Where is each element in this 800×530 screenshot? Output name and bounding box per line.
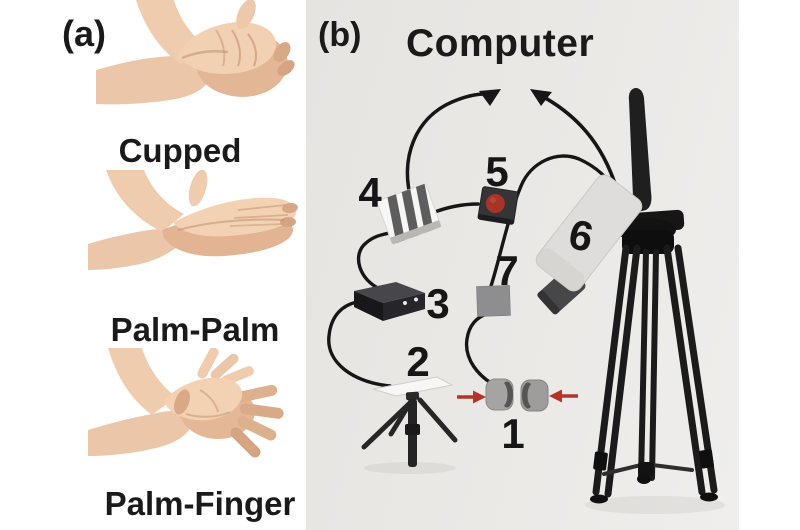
microphone-mini-tripod: [361, 376, 458, 467]
arrow-4-to-computer: [405, 92, 487, 201]
artificial-clappers: [485, 378, 549, 412]
bottom-hand-spread-fingers: [230, 384, 284, 458]
hand-photo-palm-palm: [88, 170, 298, 270]
tripod-center-hub: [638, 462, 654, 476]
tripod-leg-clamp-left: [593, 451, 608, 471]
component-number-3: 3: [426, 280, 450, 327]
signal-cables: [327, 154, 620, 390]
cable-1-to-7: [464, 312, 502, 390]
striped-calibration-plate: [376, 183, 442, 245]
cable-4-to-5: [430, 202, 480, 215]
cupped-hands-illustration: [96, 0, 295, 105]
caption-palm-finger: Palm-Finger: [104, 485, 296, 522]
component-number-5: 5: [485, 148, 509, 195]
cable-7-to-6: [489, 154, 620, 288]
microphone-plate: [372, 376, 454, 397]
tripod-leg-clamp-right: [699, 449, 714, 469]
tripod-legs: [592, 244, 718, 498]
tripod-foot-right: [700, 492, 718, 502]
caption-cupped: Cupped: [118, 132, 242, 169]
component-number-2: 2: [406, 338, 430, 385]
arrowhead-right: [530, 89, 552, 106]
tripod-pan-handle: [628, 88, 652, 212]
caption-palm-palm: Palm-Palm: [110, 311, 280, 348]
trigger-unit: [477, 186, 519, 225]
component-number-7: 7: [495, 247, 519, 294]
component-number-4: 4: [358, 169, 382, 216]
palm-palm-hands-illustration: [88, 170, 298, 270]
computer-label: Computer: [406, 22, 595, 65]
component-number-1: 1: [501, 410, 525, 457]
mini-tripod-shadow: [364, 462, 456, 474]
clap-force-arrows: [457, 389, 578, 404]
palm-finger-hands-illustration: [88, 348, 284, 458]
mini-tripod-legs: [361, 397, 458, 450]
hand-photo-cupped: [96, 0, 295, 105]
cable-3-to-4: [356, 229, 399, 292]
data-flow-arrows: [405, 89, 621, 201]
cable-2-to-3: [327, 300, 392, 388]
tripod-center-foot: [637, 474, 651, 484]
tripod-shadow: [585, 496, 725, 514]
sync-box: [476, 285, 511, 317]
camera-tripod: [590, 88, 718, 504]
panel-b-label: (b): [318, 16, 362, 54]
audio-interface-box: [354, 282, 425, 321]
hand-photo-palm-finger: [88, 348, 284, 458]
tripod-foot-left: [590, 494, 608, 504]
panel-a-label: (a): [62, 13, 106, 54]
high-speed-camera: [535, 174, 643, 315]
arrowhead-left: [479, 89, 501, 106]
